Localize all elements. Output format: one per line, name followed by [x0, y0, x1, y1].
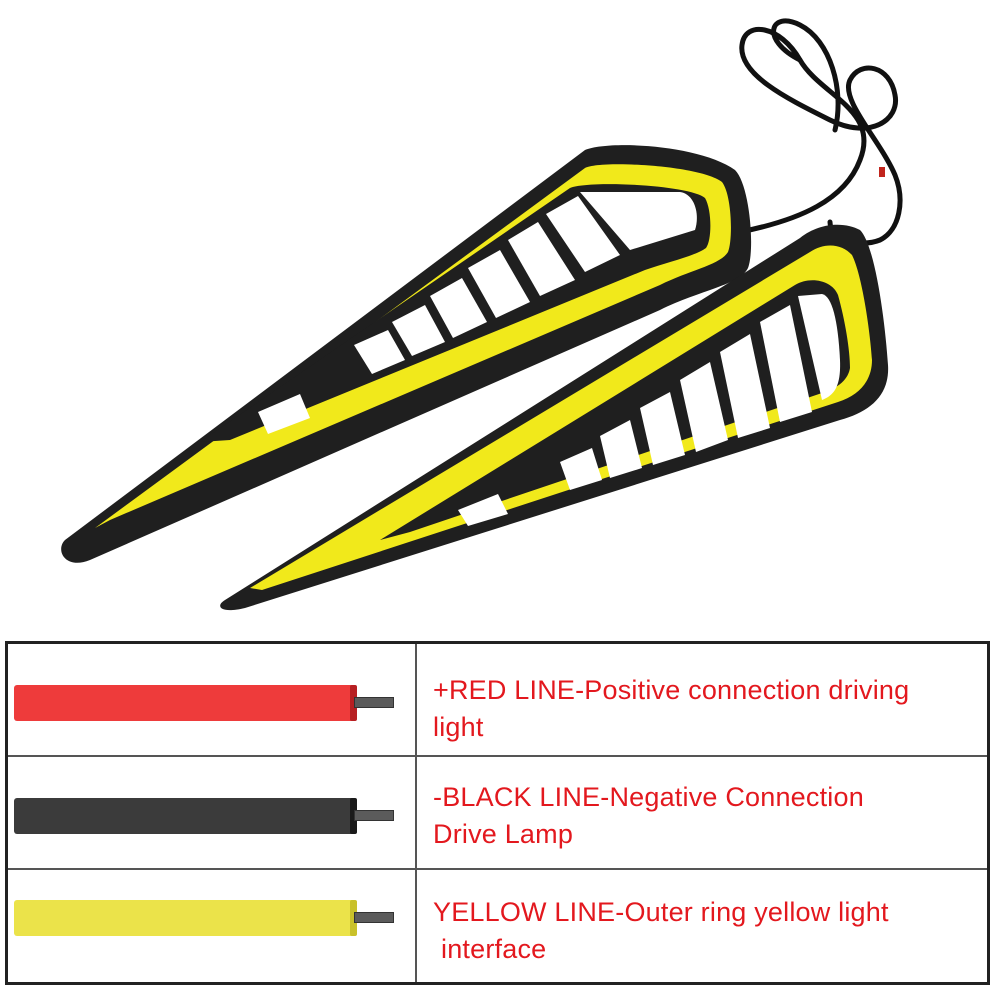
desc-cell-red: +RED LINE-Positive connection driving li… — [417, 644, 987, 757]
cable-red-marker — [879, 167, 885, 177]
desc-cell-black: -BLACK LINE-Negative Connection Drive La… — [417, 757, 987, 870]
led-lamp-photo — [61, 18, 903, 611]
power-cable — [737, 27, 903, 246]
wire-cell-black — [8, 757, 417, 870]
red-line-description: +RED LINE-Positive connection driving li… — [433, 672, 981, 746]
red-line-text-2: light — [433, 712, 484, 742]
yellow-line-text-2: interface — [441, 934, 547, 964]
yellow-wire-end — [350, 900, 357, 936]
red-wire-end — [350, 685, 357, 721]
wire-legend-table: +RED LINE-Positive connection driving li… — [5, 641, 990, 985]
yellow-line-text-1: YELLOW LINE-Outer ring yellow light — [433, 897, 889, 927]
black-wire — [14, 798, 354, 834]
red-line-text-1: +RED LINE-Positive connection driving — [433, 675, 910, 705]
black-wire-tip — [354, 810, 394, 821]
lamp-front — [220, 224, 889, 611]
desc-cell-yellow: YELLOW LINE-Outer ring yellow light inte… — [417, 870, 987, 982]
yellow-wire-tip — [354, 912, 394, 923]
wire-cell-red — [8, 644, 417, 757]
black-line-text-1: -BLACK LINE-Negative Connection — [433, 782, 864, 812]
power-cable-2 — [771, 18, 841, 133]
wire-cell-yellow — [8, 870, 417, 982]
red-wire — [14, 685, 354, 721]
red-wire-tip — [354, 697, 394, 708]
black-line-text-2: Drive Lamp — [433, 819, 574, 849]
yellow-wire — [14, 900, 354, 936]
black-wire-end — [350, 798, 357, 834]
yellow-line-description: YELLOW LINE-Outer ring yellow light inte… — [433, 894, 981, 968]
black-line-description: -BLACK LINE-Negative Connection Drive La… — [433, 779, 981, 853]
lamp-back — [61, 145, 752, 563]
